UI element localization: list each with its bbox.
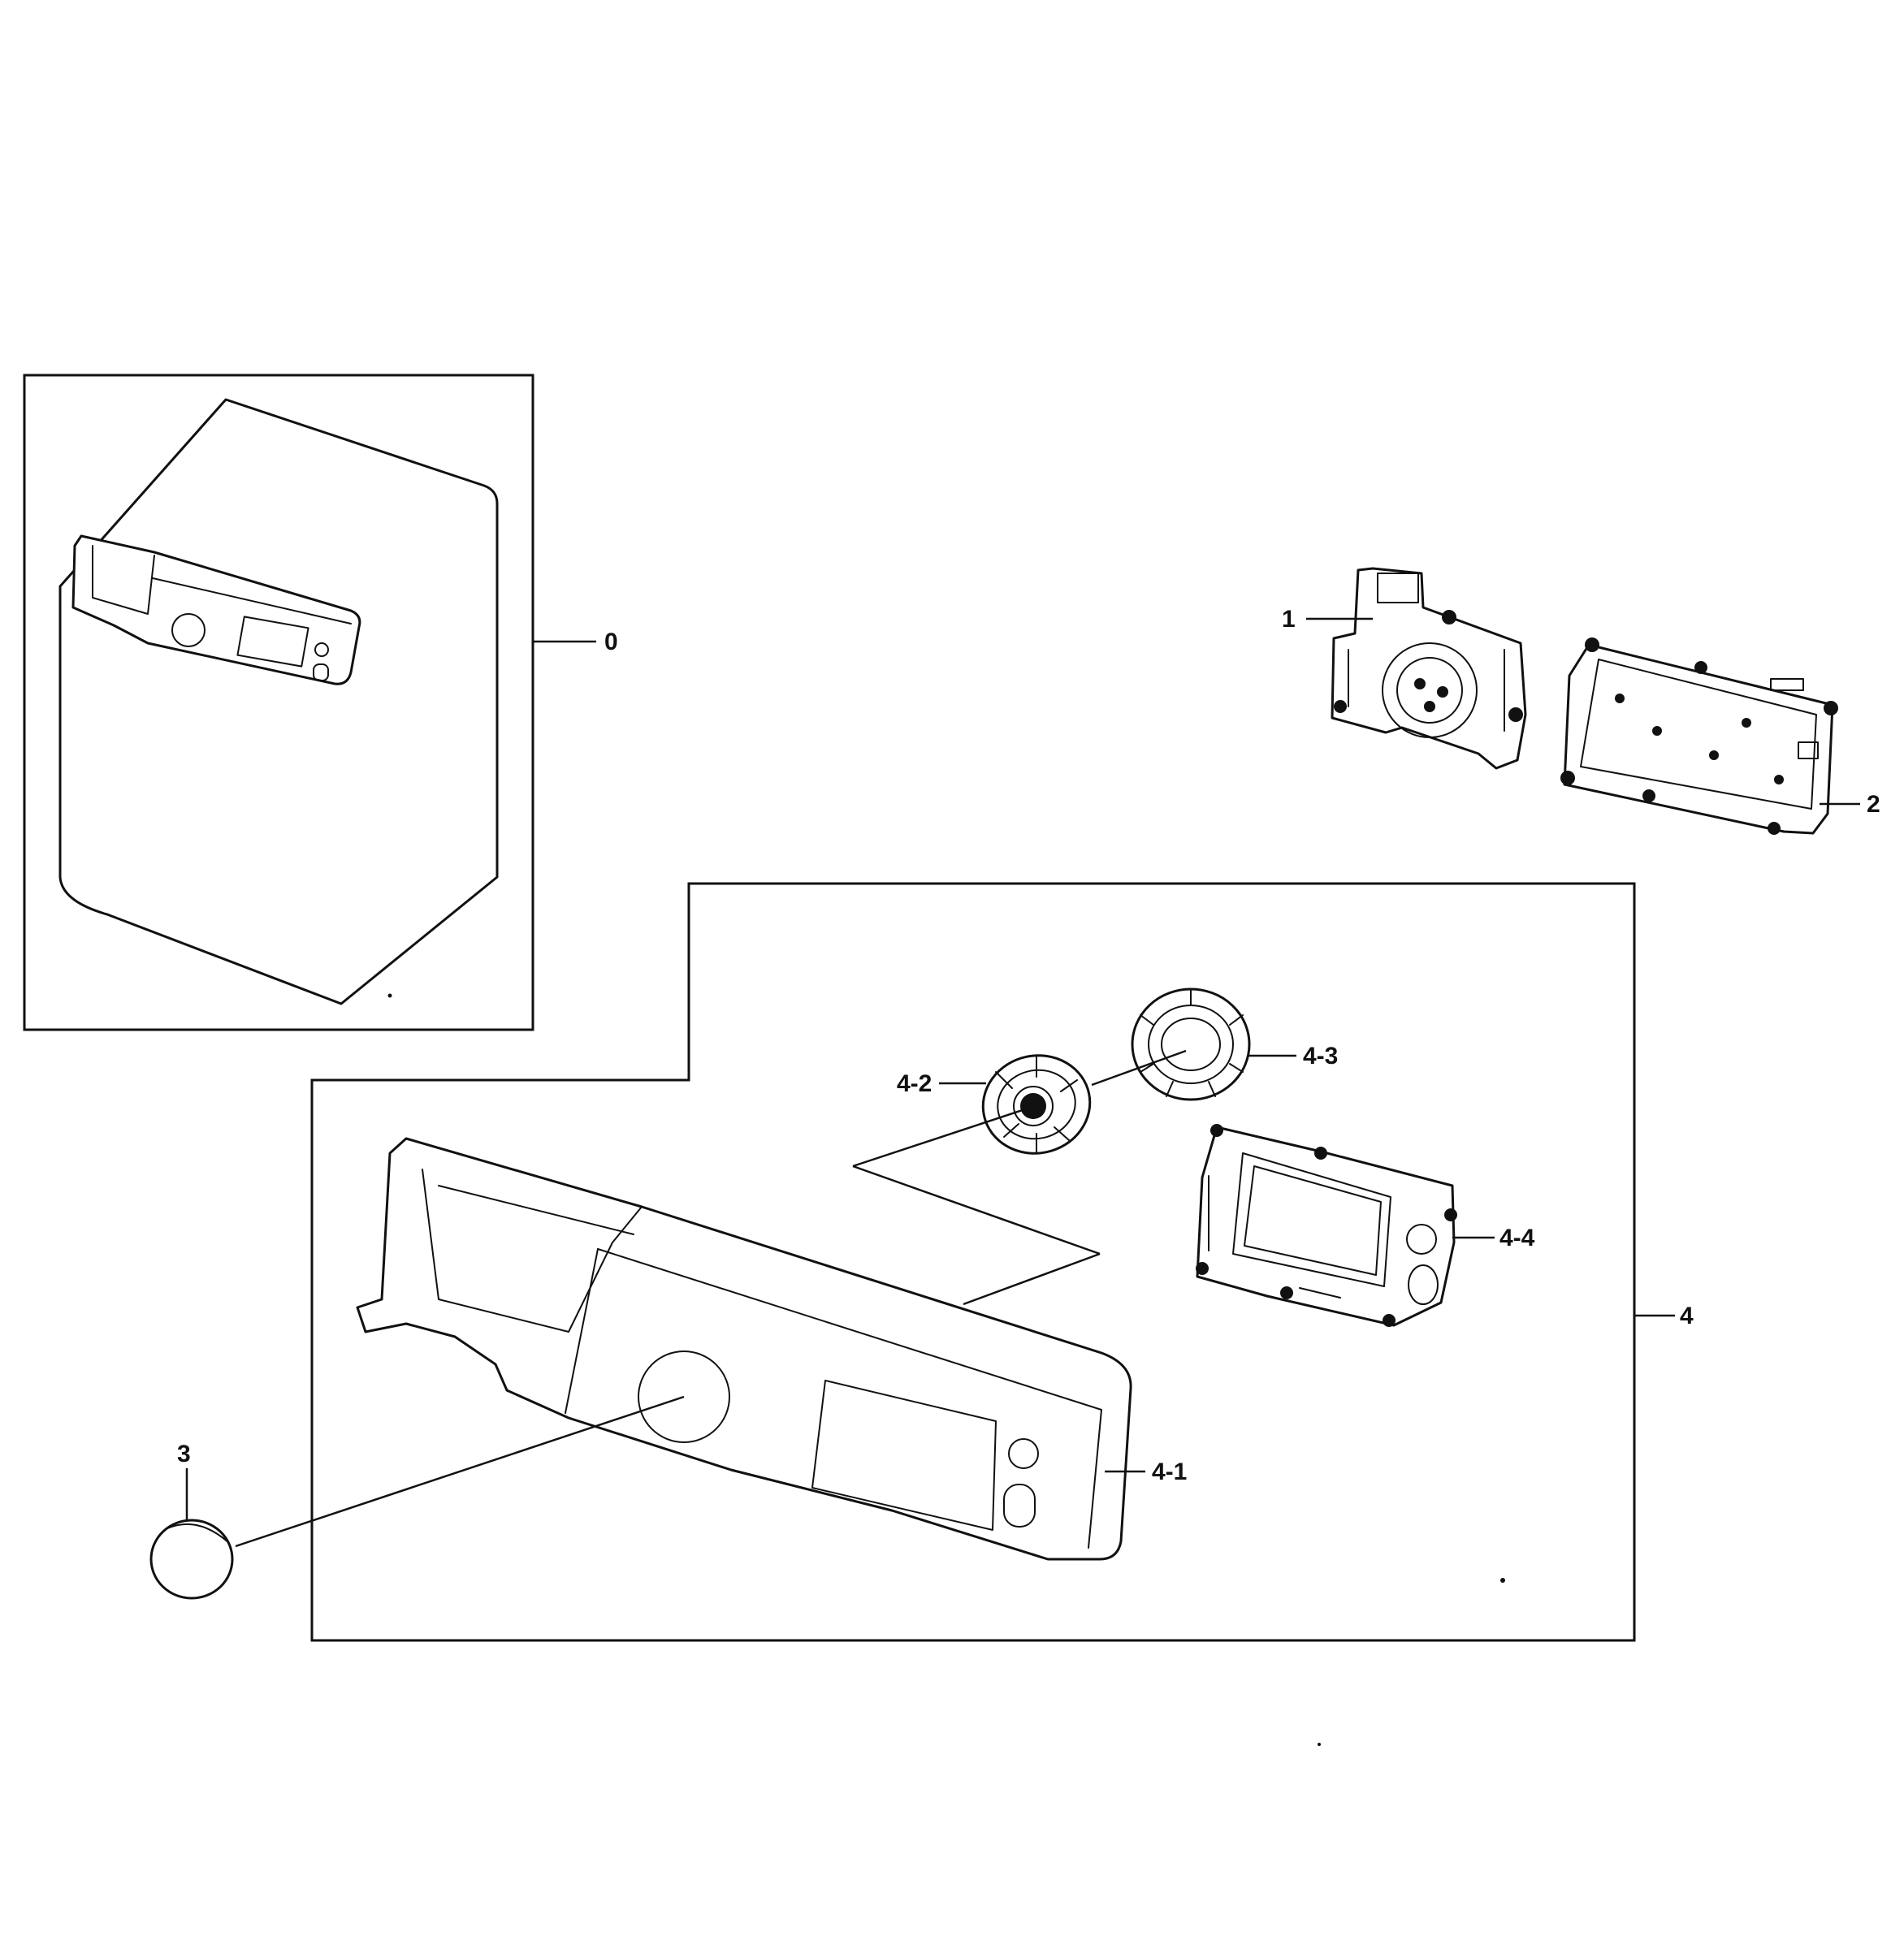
part-4-1-control-panel (356, 1137, 1132, 1561)
assembly-4-frame (310, 882, 1636, 1642)
appliance-knob (171, 613, 206, 647)
assembly-0-group: 0 (23, 374, 618, 1031)
callout-3: 3 (177, 1441, 191, 1467)
display-screen (1232, 1152, 1391, 1287)
scan-speck (1500, 1578, 1505, 1583)
assembly-guide-lines (235, 1049, 1187, 1548)
appliance-display (236, 616, 309, 668)
callout-4-1: 4-1 (1152, 1459, 1187, 1485)
callout-4-2: 4-2 (897, 1070, 932, 1097)
part-1-knob-pcb (1331, 567, 1527, 770)
callout-4-3: 4-3 (1303, 1043, 1338, 1070)
part-4-3-dial-ring (1131, 987, 1251, 1101)
panel-knob-opening (638, 1350, 730, 1443)
callout-1: 1 (1282, 606, 1296, 633)
callout-4: 4 (1680, 1303, 1694, 1329)
appliance-control-panel (71, 534, 361, 685)
callout-0: 0 (604, 629, 618, 655)
callout-2: 2 (1867, 791, 1880, 818)
part-4-4-display-pcb (1196, 1124, 1457, 1327)
scan-speck (387, 993, 392, 998)
part-3-knob-cap (149, 1519, 234, 1600)
assembly-0-frame (23, 374, 534, 1031)
appliance-cabinet (58, 398, 499, 1005)
part-4-2-dial (981, 1054, 1092, 1155)
callout-4-4: 4-4 (1499, 1225, 1535, 1251)
panel-display-window (811, 1380, 997, 1531)
panel-button-upper (1008, 1438, 1039, 1469)
scan-speck (1318, 1743, 1321, 1746)
panel-button-lower (1003, 1484, 1036, 1528)
assembly-4-group: 4 4-1 4-2 (235, 882, 1694, 1642)
part-2-main-pcb (1560, 637, 1838, 835)
